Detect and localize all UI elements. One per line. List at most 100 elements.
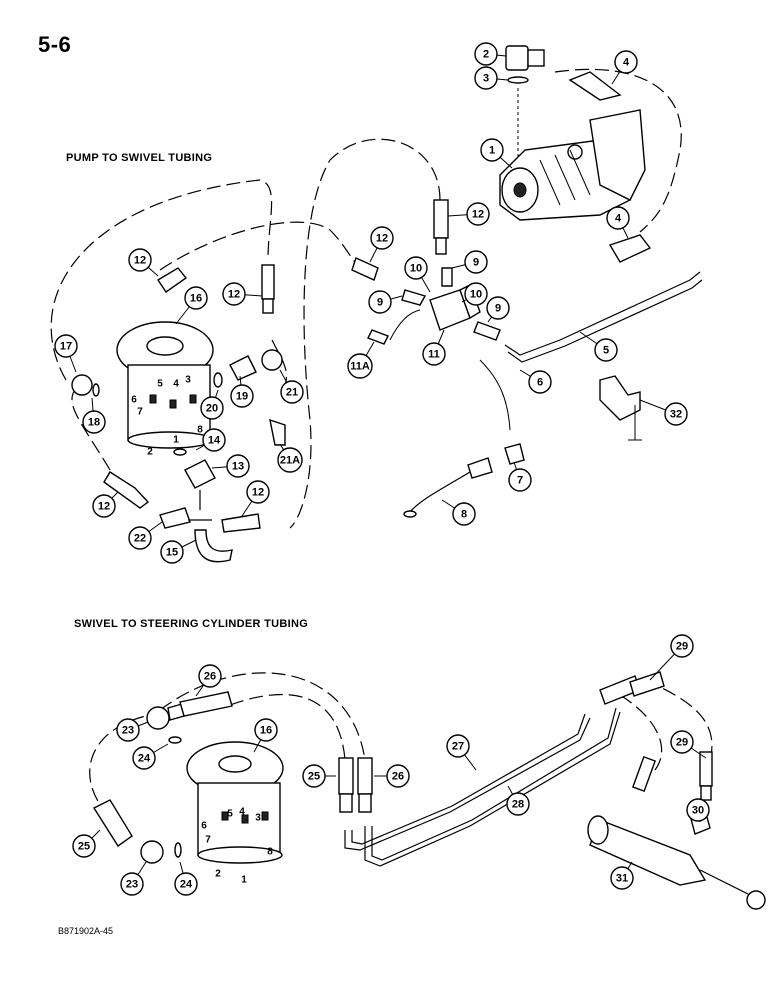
callout-circle	[594, 338, 618, 362]
callout-circle	[132, 746, 156, 770]
callout-circle	[184, 286, 208, 310]
swivel-port-number: 3	[255, 813, 261, 824]
steering-cylinder	[587, 809, 766, 910]
callout-4: 4	[611, 50, 638, 85]
callout-4: 4	[606, 206, 630, 239]
swivel-port-number: 4	[239, 807, 245, 818]
callout-24: 24	[174, 861, 198, 896]
swivel-port-number: 6	[201, 821, 207, 832]
callout-circle	[610, 866, 634, 890]
swivel-port-number: 5	[227, 809, 233, 820]
callout-circle	[404, 256, 428, 280]
callout-circle	[82, 410, 106, 434]
callout-20: 20	[200, 389, 224, 420]
callout-12: 12	[447, 202, 490, 226]
callout-25: 25	[72, 829, 101, 858]
callout-16: 16	[175, 286, 208, 325]
swivel-port-number: 8	[197, 425, 203, 436]
swivel-fittings-top	[71, 349, 286, 563]
callout-11: 11	[422, 329, 446, 366]
callout-31: 31	[610, 861, 634, 890]
callout-circle	[486, 296, 510, 320]
callout-circle	[474, 42, 498, 66]
swivel-port-number: 2	[215, 869, 221, 880]
callout-circle	[116, 718, 140, 742]
swivel-top	[116, 321, 214, 449]
callout-circle	[174, 872, 198, 896]
callout-12: 12	[92, 491, 119, 518]
callout-circle	[386, 764, 410, 788]
callout-number: 26	[204, 671, 216, 683]
callout-number: 18	[88, 417, 100, 429]
callout-12: 12	[128, 248, 159, 277]
callout-number: 10	[410, 263, 422, 275]
callout-circle	[452, 502, 476, 526]
callout-number: 12	[376, 233, 388, 245]
callout-number: 12	[472, 209, 484, 221]
callout-number: 3	[483, 73, 489, 85]
callout-circle	[464, 282, 488, 306]
callout-number: 25	[78, 841, 90, 853]
callout-16: 16	[253, 718, 278, 753]
callout-9: 9	[451, 250, 488, 274]
callout-number: 12	[252, 487, 264, 499]
callout-11a: 11A	[347, 341, 375, 379]
swivel-port-number: 1	[173, 435, 179, 446]
callout-number: 11A	[350, 361, 370, 373]
callout-21a: 21A	[277, 443, 303, 473]
callout-8: 8	[441, 499, 476, 526]
callout-19: 19	[230, 375, 254, 408]
callout-17: 17	[54, 334, 78, 373]
callout-6: 6	[519, 369, 552, 394]
callout-number: 9	[495, 303, 501, 315]
callout-circle	[92, 494, 116, 518]
callout-circle	[347, 353, 373, 379]
callout-circle	[466, 202, 490, 226]
callout-circle	[606, 206, 630, 230]
callout-circle	[446, 734, 470, 758]
fitting-7-8	[403, 443, 525, 518]
callout-9: 9	[486, 296, 510, 323]
swivel-port-number: 7	[137, 407, 143, 418]
callout-circle	[506, 792, 530, 816]
callout-number: 29	[676, 737, 688, 749]
callout-number: 9	[473, 257, 479, 269]
callout-circle	[686, 798, 710, 822]
callout-circle	[160, 540, 184, 564]
callout-28: 28	[506, 785, 530, 816]
callout-circle	[200, 396, 224, 420]
tubes-27-28	[344, 707, 621, 867]
callout-number: 24	[180, 879, 193, 891]
callout-number: 22	[134, 533, 146, 545]
callout-number: 31	[616, 873, 628, 885]
callout-number: 5	[603, 345, 609, 357]
swivel-port-number: 5	[157, 379, 163, 390]
callout-circle	[474, 66, 498, 90]
callout-number: 7	[517, 475, 523, 487]
callout-12: 12	[241, 480, 270, 517]
callout-24: 24	[132, 743, 169, 770]
callout-number: 12	[98, 501, 110, 513]
callout-12: 12	[369, 226, 394, 263]
callout-number: 20	[206, 403, 218, 415]
swivel-port-number: 2	[147, 447, 153, 458]
swivel-bottom	[186, 741, 284, 864]
callout-circle	[222, 282, 246, 306]
swivel-port-number: 4	[173, 379, 179, 390]
pump-hose-fittings	[568, 71, 652, 263]
callout-circle	[280, 380, 304, 404]
callout-7: 7	[508, 461, 532, 492]
callout-circle	[464, 250, 488, 274]
callout-number: 30	[692, 805, 704, 817]
callout-circle	[54, 334, 78, 358]
callout-circle	[277, 447, 303, 473]
callout-number: 8	[461, 509, 467, 521]
callout-27: 27	[446, 734, 477, 771]
callout-number: 16	[260, 725, 272, 737]
callout-circle	[128, 526, 152, 550]
callout-number: 21A	[280, 455, 300, 467]
callout-number: 12	[228, 289, 240, 301]
callout-circle	[226, 454, 250, 478]
